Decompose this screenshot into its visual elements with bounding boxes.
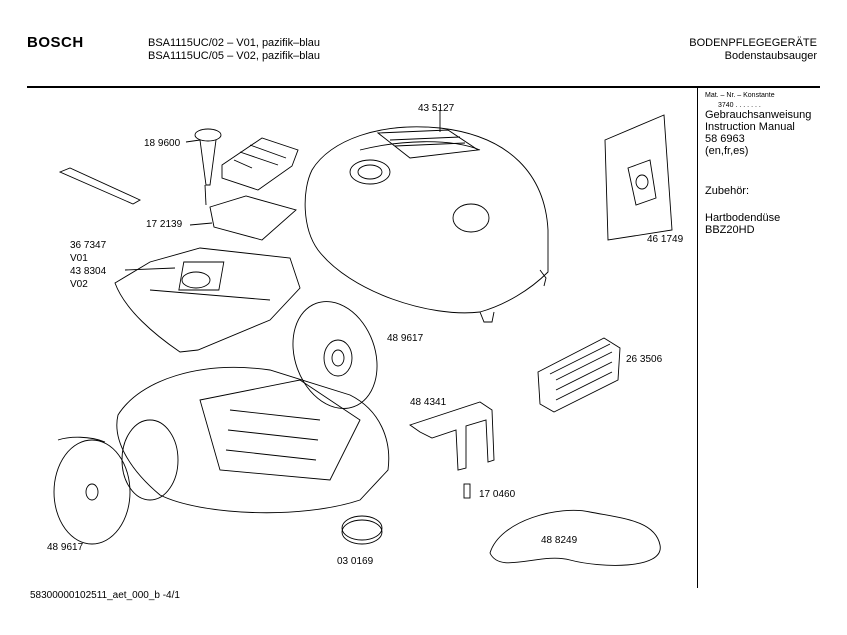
part-label-030169: 03 0169 (337, 556, 374, 567)
part-label-489617-top: 48 9617 (387, 333, 424, 344)
part-label-488249: 48 8249 (541, 535, 578, 546)
constants-label: Mat. – Nr. – Konstante (705, 92, 775, 99)
part-label-484341: 48 4341 (410, 397, 447, 408)
accessory-name: Hartbodendüse (705, 212, 781, 224)
filter-plug-drawing (194, 128, 222, 206)
manual-title-en: Instruction Manual (705, 121, 795, 133)
belt-drawing (489, 509, 661, 566)
part-label-489617-bottom: 48 9617 (47, 542, 84, 553)
filter-pad-drawing (209, 195, 297, 241)
brand-logo: BOSCH (27, 34, 84, 51)
sidebar-divider (697, 88, 698, 588)
bag-holder-drawing (409, 401, 495, 471)
accessories-heading: Zubehör: (705, 185, 750, 197)
category-title: BODENPFLEGEGERÄTE (689, 37, 817, 49)
part-label-263506: 26 3506 (626, 354, 663, 365)
hood-drawing (304, 126, 549, 323)
manual-number: 58 6963 (705, 133, 745, 145)
part-label-367347: 36 7347 (70, 240, 107, 251)
accessory-code: BBZ20HD (705, 224, 755, 236)
part-label-438304: 43 8304 (70, 266, 107, 277)
wheel-bottom-drawing (53, 436, 131, 545)
lower-housing-drawing (116, 367, 390, 514)
clip-drawing (463, 483, 471, 499)
document-code: 58300000102511_aet_000_b -4/1 (30, 590, 180, 601)
part-label-v01: V01 (70, 253, 88, 264)
part-label-170460: 17 0460 (479, 489, 516, 500)
dust-bag-drawing (604, 114, 673, 241)
ring-drawing (341, 515, 383, 545)
exhaust-filter-drawing (537, 337, 621, 413)
wheel-top-drawing (292, 301, 378, 409)
upper-housing-drawing (114, 247, 301, 353)
part-label-189600: 18 9600 (144, 138, 181, 149)
part-label-461749: 46 1749 (647, 234, 684, 245)
subcategory-title: Bodenstaubsauger (724, 50, 817, 62)
manual-languages: (en,fr,es) (705, 145, 749, 157)
model-line-2: BSA1115UC/05 – V02, pazifik–blau (148, 50, 321, 62)
header-divider (27, 86, 820, 88)
model-line-1: BSA1115UC/02 – V01, pazifik–blau (148, 37, 321, 49)
part-label-v02: V02 (70, 279, 88, 290)
filter-cassette-drawing (221, 137, 299, 191)
constants-value: 3740 . . . . . . . (718, 102, 761, 109)
part-label-172139: 17 2139 (146, 219, 183, 230)
seal-strip-drawing (58, 167, 141, 205)
manual-title-de: Gebrauchsanweisung (705, 109, 812, 121)
part-label-435127: 43 5127 (418, 103, 455, 114)
